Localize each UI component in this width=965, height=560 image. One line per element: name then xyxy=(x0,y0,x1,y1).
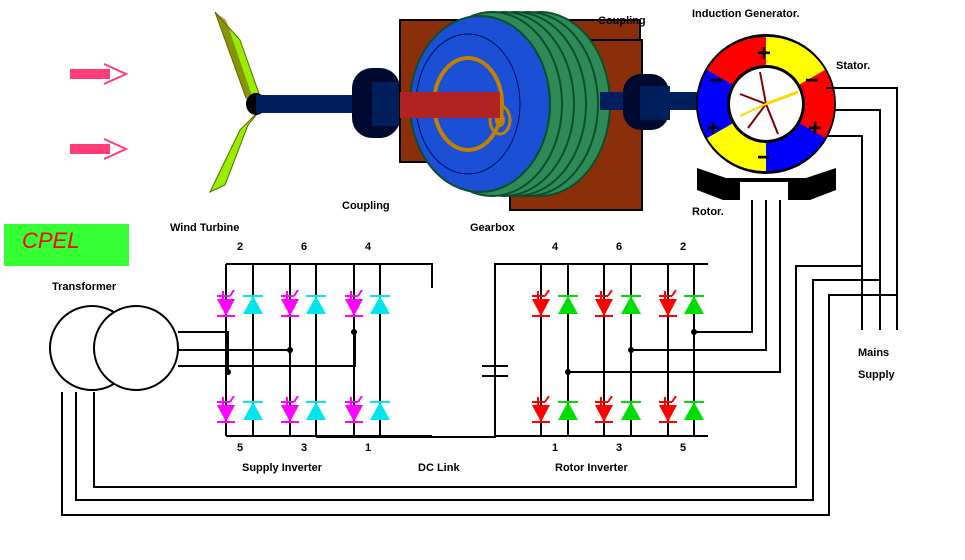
freewheel-diode xyxy=(306,295,326,314)
igbt-switch xyxy=(281,289,299,317)
igbt-switch xyxy=(217,289,235,317)
supply-inverter-devices xyxy=(217,289,390,423)
pole-sign-lower-right: + xyxy=(808,115,822,142)
freewheel-diode xyxy=(306,401,326,420)
freewheel-diode xyxy=(558,295,578,314)
pole-sign-upper-left: − xyxy=(709,67,723,94)
igbt-switch xyxy=(659,289,677,317)
rotor-bottom-number: 1 xyxy=(552,442,559,454)
induction-generator-label: Induction Generator. xyxy=(692,8,800,20)
dc-link-label: DC Link xyxy=(418,462,460,474)
igbt-switch xyxy=(532,395,550,423)
rotor-top-number: 4 xyxy=(552,241,559,253)
freewheel-diode xyxy=(558,401,578,420)
freewheel-diode xyxy=(243,295,263,314)
igbt-switch xyxy=(595,395,613,423)
pole-sign-bottom: − xyxy=(757,144,771,171)
supply-bottom-number: 1 xyxy=(365,442,372,454)
igbt-switch xyxy=(595,289,613,317)
igbt-switch xyxy=(345,395,363,423)
mains-supply-label-line2: Supply xyxy=(858,369,895,381)
igbt-switch xyxy=(281,395,299,423)
supply-top-number: 6 xyxy=(301,241,308,253)
stator-label: Stator. xyxy=(836,60,871,72)
coupling-bottom-label: Coupling xyxy=(342,200,390,212)
supply-bottom-number: 5 xyxy=(237,442,244,454)
wind-arrow-lower xyxy=(70,138,129,160)
rotor-bottom-number: 5 xyxy=(680,442,687,454)
supply-top-number: 2 xyxy=(237,241,244,253)
igbt-switch xyxy=(345,289,363,317)
wind-arrow-upper xyxy=(70,63,129,85)
igbt-switch xyxy=(659,395,677,423)
supply-inverter-label: Supply Inverter xyxy=(242,462,323,474)
cpel-logo-text: CPEL xyxy=(22,228,80,253)
supply-bottom-number: 3 xyxy=(301,442,308,454)
freewheel-diode xyxy=(370,401,390,420)
rotor-bottom-number: 3 xyxy=(616,442,623,454)
induction-generator xyxy=(696,34,836,200)
supply-top-number: 4 xyxy=(365,241,372,253)
cpel-logo: CPEL xyxy=(4,224,129,266)
freewheel-diode xyxy=(621,401,641,420)
wind-turbine-label: Wind Turbine xyxy=(170,222,240,234)
freewheel-diode xyxy=(621,295,641,314)
rotor-inverter-devices xyxy=(532,289,704,423)
coupling-top-label: Coupling xyxy=(598,15,646,27)
pole-sign-top: + xyxy=(757,40,771,67)
coupling-right xyxy=(623,74,670,130)
pole-sign-upper-right: − xyxy=(805,67,819,94)
wind-arrows xyxy=(70,63,129,160)
transformer xyxy=(49,305,179,391)
freewheel-diode xyxy=(370,295,390,314)
junction-dots xyxy=(225,329,697,375)
freewheel-diode xyxy=(684,295,704,314)
igbt-switch xyxy=(532,289,550,317)
rotor-label: Rotor. xyxy=(692,206,724,218)
igbt-switch xyxy=(217,395,235,423)
transformer-label: Transformer xyxy=(52,281,117,293)
freewheel-diode xyxy=(684,401,704,420)
generator-pole-signs: + − + − − + xyxy=(706,40,822,171)
main-shaft xyxy=(256,95,376,113)
rotor-inverter-label: Rotor Inverter xyxy=(555,462,628,474)
rotor-top-number: 2 xyxy=(680,241,687,253)
coupling-left xyxy=(352,68,406,138)
freewheel-diode xyxy=(243,401,263,420)
rotor-top-number: 6 xyxy=(616,241,623,253)
gearbox-label: Gearbox xyxy=(470,222,515,234)
mains-supply-label-line1: Mains xyxy=(858,347,890,359)
gearbox-shaft xyxy=(400,92,500,118)
pole-sign-lower-left: + xyxy=(706,115,720,142)
